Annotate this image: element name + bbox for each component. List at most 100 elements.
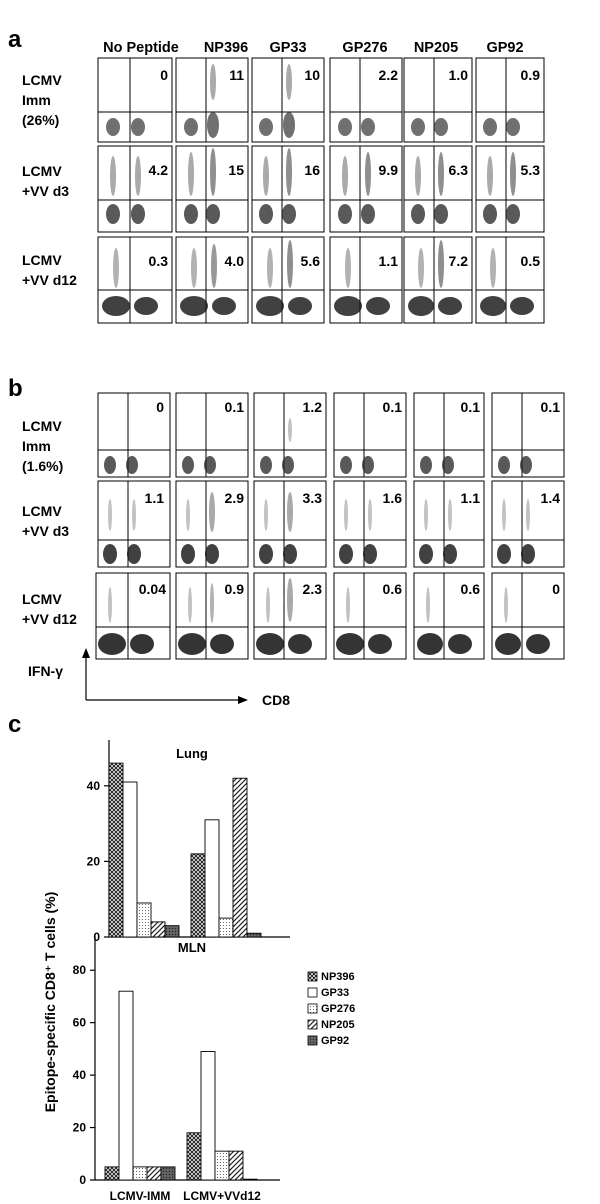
bar	[214, 1150, 230, 1181]
bar	[108, 762, 124, 938]
flow-plot: 1.2	[253, 392, 327, 478]
chart-title: Lung	[176, 746, 208, 761]
bar	[232, 777, 248, 938]
column-header: NP396	[204, 40, 248, 56]
x-category-label: LCMV+VVd12	[183, 1189, 261, 1203]
quadrant-value: 6.3	[449, 162, 469, 178]
panel-b-letter: b	[8, 375, 23, 402]
row-label-line: +VV d3	[22, 183, 69, 199]
row-label-line: (26%)	[22, 112, 59, 128]
legend-swatch	[307, 1003, 318, 1014]
flow-plot: 15	[175, 145, 249, 233]
quadrant-value: 0.1	[541, 399, 561, 415]
bar	[160, 1166, 176, 1181]
flow-plot: 0	[491, 572, 565, 660]
row-label-line: Imm	[22, 92, 51, 108]
quadrant-value: 1.2	[303, 399, 323, 415]
quadrant-value: 4.2	[149, 162, 169, 178]
flow-plot: 1.1	[413, 480, 485, 568]
quadrant-value: 0	[552, 581, 560, 597]
quadrant-value: 1.0	[449, 67, 469, 83]
flow-plot: 11	[175, 57, 249, 143]
row-label-line: LCMV	[22, 591, 62, 607]
x-category-label: LCMV-IMM	[110, 1189, 171, 1203]
quadrant-value: 0	[160, 67, 168, 83]
flow-plot: 2.3	[253, 572, 327, 660]
flow-plot: 1.1	[329, 236, 403, 324]
panel-a-letter: a	[8, 26, 22, 53]
quadrant-value: 9.9	[379, 162, 399, 178]
legend-swatch	[307, 987, 318, 998]
legend-label: GP276	[321, 1003, 355, 1015]
y-axis-label: IFN-γ	[28, 663, 63, 679]
quadrant-value: 10	[304, 67, 320, 83]
flow-plot: 0.9	[175, 572, 249, 660]
legend-swatch	[307, 971, 318, 982]
y-tick-label: 20	[87, 854, 101, 868]
row-label-line: Imm	[22, 438, 51, 454]
legend-label: GP33	[321, 987, 349, 999]
y-tick-label: 20	[73, 1121, 87, 1135]
bar	[136, 902, 152, 938]
flow-plot: 16	[251, 145, 325, 233]
quadrant-value: 15	[228, 162, 244, 178]
bar	[204, 819, 220, 938]
y-tick-label: 60	[73, 1016, 87, 1030]
quadrant-value: 5.6	[301, 253, 321, 269]
column-header: NP205	[414, 40, 458, 56]
bar	[190, 853, 206, 938]
y-tick-label: 0	[93, 930, 100, 944]
flow-plot: 9.9	[329, 145, 403, 233]
x-arrowhead	[238, 696, 248, 704]
flow-plot: 0.1	[333, 392, 407, 478]
flow-plot: 0.04	[95, 572, 171, 660]
quadrant-value: 0.1	[225, 399, 245, 415]
quadrant-value: 0.9	[521, 67, 541, 83]
column-header: GP276	[342, 40, 387, 56]
y-arrowhead	[82, 648, 90, 658]
quadrant-value: 4.0	[225, 253, 245, 269]
bar	[246, 932, 262, 938]
flow-plot: 2.2	[329, 57, 403, 143]
legend-swatch	[307, 1035, 318, 1046]
panel-c-letter: c	[8, 711, 21, 738]
row-label-line: LCMV	[22, 163, 62, 179]
flow-plot: 0.1	[175, 392, 249, 478]
bar	[104, 1166, 120, 1181]
legend-label: NP396	[321, 971, 355, 983]
legend-label: GP92	[321, 1035, 349, 1047]
bar	[146, 1166, 162, 1181]
legend-swatch	[307, 1019, 318, 1030]
quadrant-value: 0.1	[383, 399, 403, 415]
column-header: No Peptide	[103, 40, 179, 56]
flow-plot: 0.5	[475, 236, 545, 324]
row-label-line: LCMV	[22, 72, 62, 88]
quadrant-value: 2.2	[379, 67, 399, 83]
quadrant-value: 7.2	[449, 253, 469, 269]
flow-plot: 4.0	[175, 236, 249, 324]
bar	[228, 1150, 244, 1181]
flow-plot: 6.3	[403, 145, 473, 233]
row-label-line: +VV d12	[22, 611, 77, 627]
column-headers: No Peptide NP396 GP33 GP276 NP205 GP92	[103, 40, 523, 56]
panel-a-row-labels: LCMV Imm (26%) LCMV +VV d3 LCMV +VV d12	[22, 72, 77, 288]
chart-title: MLN	[178, 940, 206, 955]
bar	[164, 925, 180, 938]
quadrant-value: 0.04	[139, 581, 166, 597]
quadrant-value: 1.1	[145, 490, 165, 506]
row-label-line: +VV d3	[22, 523, 69, 539]
quadrant-value: 0.3	[149, 253, 169, 269]
x-axis-label: CD8	[262, 692, 290, 708]
quadrant-value: 1.6	[383, 490, 403, 506]
flow-plot: 0.6	[333, 572, 407, 660]
y-tick-label: 40	[73, 1068, 87, 1082]
quadrant-value: 2.9	[225, 490, 245, 506]
flow-plot: 0.9	[475, 57, 545, 143]
quadrant-value: 0.6	[461, 581, 481, 597]
panel-b-axes: IFN-γ CD8	[28, 648, 290, 708]
flow-plot: 4.2	[97, 145, 173, 233]
quadrant-value: 1.1	[379, 253, 399, 269]
quadrant-value: 1.1	[461, 490, 481, 506]
bar	[186, 1132, 202, 1181]
